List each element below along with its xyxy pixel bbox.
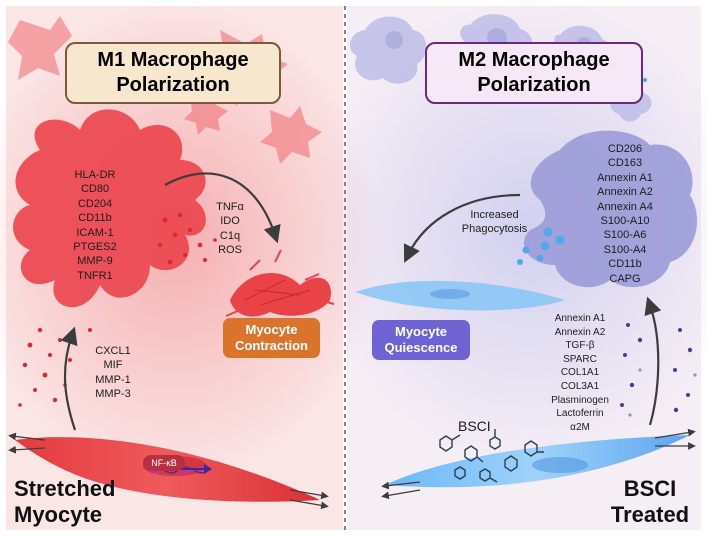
- nfkb-badge: NF-κB: [143, 455, 185, 471]
- m1-marker-item: ICAM-1: [76, 226, 114, 239]
- m1-title-line1: M1 Macrophage: [97, 49, 249, 71]
- treated-line1: BSCI: [623, 476, 677, 501]
- m2-marker-item: CAPG: [609, 272, 641, 285]
- m1-marker-item: CD11b: [78, 212, 112, 225]
- m2-secreted-item: Annexin A1: [554, 313, 606, 324]
- m1-cytokine-item: CXCL1: [95, 345, 131, 357]
- m2-secreted-item: COL1A1: [560, 367, 600, 379]
- phagocytosis-arrow: [403, 193, 521, 263]
- m1-secreted-item: ROS: [218, 244, 242, 257]
- m2-marker-item: S100-A10: [600, 215, 650, 228]
- phagocytosis-particles: [517, 227, 565, 265]
- m1-to-contraction-arrow: [164, 172, 281, 244]
- m2-secreted-item: α2M: [570, 421, 590, 433]
- m1-marker-item: CD80: [80, 183, 110, 196]
- m1-secreted-item: TNFα: [216, 201, 244, 213]
- stretched-line1: Stretched: [14, 476, 116, 501]
- m1-secreted-item: C1q: [219, 229, 241, 242]
- m2-marker-item: Annexin A1: [597, 171, 653, 184]
- quiescence-line1: Myocyte: [394, 324, 448, 339]
- myocyte-quiescence-badge: Myocyte Quiescence: [372, 320, 470, 360]
- m2-secreted-item: SPARC: [563, 353, 597, 365]
- treated-line2: Treated: [610, 502, 690, 527]
- m1-secreted-item: IDO: [220, 215, 240, 228]
- bsci-label: BSCI: [458, 418, 491, 434]
- myocyte-contraction-badge: Myocyte Contraction: [223, 318, 320, 358]
- m2-secreted-item: Lactoferrin: [556, 408, 604, 420]
- m2-marker-item: Annexin A2: [597, 186, 653, 199]
- m1-cytokine-item: MMP-3: [95, 388, 131, 401]
- m1-title-box: M1 Macrophage Polarization: [65, 42, 281, 104]
- m1-marker-item: CD204: [77, 197, 113, 210]
- m1-macrophage-cell: [13, 109, 206, 308]
- phagocytosis-line2: Phagocytosis: [461, 223, 528, 236]
- m1-marker-item: HLA-DR: [74, 169, 116, 181]
- m2-secretion-dots: [620, 323, 697, 417]
- m2-marker-item: S100-A6: [603, 229, 647, 242]
- myocyte-to-m1-arrow: [60, 326, 78, 431]
- m2-marker-item: CD11b: [608, 258, 642, 271]
- m2-marker-item: CD206: [607, 143, 643, 155]
- m2-title-line1: M2 Macrophage: [458, 49, 610, 71]
- m2-marker-item: CD163: [607, 157, 643, 170]
- m2-marker-item: Annexin A4: [597, 200, 653, 213]
- stretched-line2: Myocyte: [14, 502, 103, 527]
- m1-title-line2: Polarization: [116, 74, 230, 96]
- m2-title-line2: Polarization: [477, 74, 591, 96]
- m1-cytokine-item: MMP-1: [95, 373, 131, 386]
- m1-marker-item: MMP-9: [77, 255, 113, 268]
- bsci-myocyte-to-m2-arrow: [644, 296, 662, 426]
- m2-title-box: M2 Macrophage Polarization: [425, 42, 643, 104]
- phagocytosis-line1: Increased: [470, 209, 519, 221]
- m2-secreted-item: Annexin A2: [554, 326, 606, 338]
- m2-secreted-item: COL3A1: [560, 380, 600, 392]
- m2-secreted-item: TGF-β: [565, 340, 595, 352]
- contracted-myocyte-cells: [225, 249, 335, 333]
- m1-marker-item: PTGES2: [73, 241, 117, 254]
- stretched-myocyte-label: Stretched Myocyte: [14, 476, 115, 528]
- contraction-line1: Myocyte: [245, 322, 298, 337]
- bsci-molecule-icons: [439, 429, 544, 483]
- nfkb-label: NF-κB: [151, 458, 177, 468]
- phagocytosis-label: Increased Phagocytosis: [452, 208, 537, 237]
- quiescence-line2: Quiescence: [384, 340, 458, 355]
- contraction-line2: Contraction: [235, 338, 308, 353]
- m1-cytokine-item: MIF: [103, 359, 123, 372]
- bsci-treated-label: BSCI Treated: [610, 476, 690, 528]
- m1-marker-item: TNFR1: [77, 269, 113, 282]
- m2-secreted-item: Plasminogen: [551, 394, 609, 406]
- m2-macrophage-cell: [524, 130, 698, 288]
- m2-marker-item: S100-A4: [603, 243, 647, 256]
